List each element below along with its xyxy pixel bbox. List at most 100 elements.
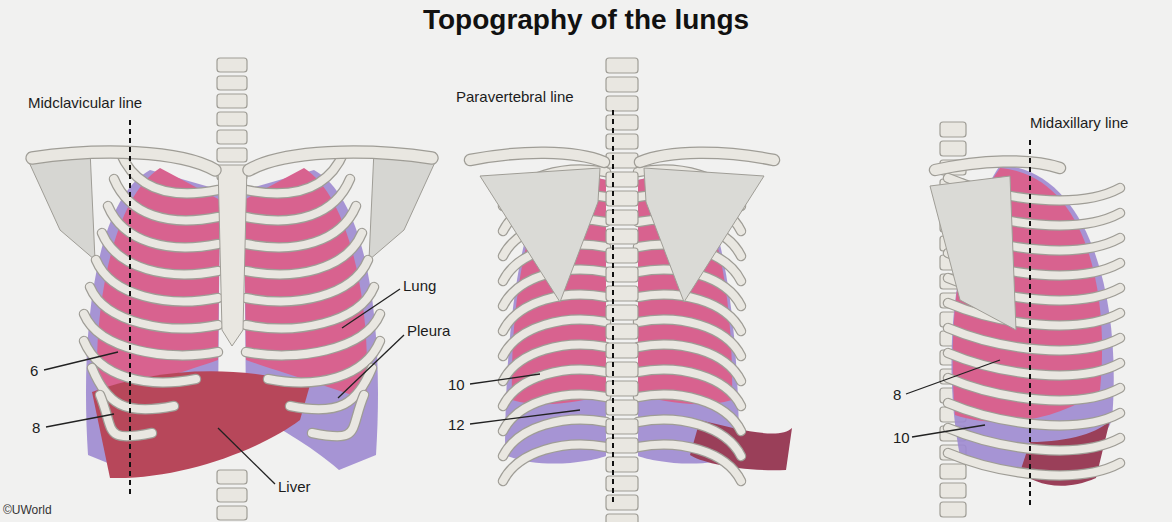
- leader-line: [470, 374, 540, 384]
- rib-outline: [246, 287, 374, 328]
- callout-number: 6: [30, 362, 38, 379]
- vertebra: [606, 362, 638, 377]
- callout-number: 10: [893, 429, 910, 446]
- callout-number: 8: [893, 386, 901, 403]
- lung: [97, 168, 220, 400]
- lung: [244, 168, 367, 400]
- scapula: [28, 150, 95, 260]
- rib: [90, 287, 218, 328]
- part-name: Liver: [278, 478, 311, 495]
- rib: [638, 445, 741, 481]
- clavicle-outline: [470, 153, 604, 162]
- clavicle-outline: [935, 161, 1060, 170]
- vertebra: [940, 483, 966, 498]
- rib: [84, 314, 218, 355]
- vertebra: [606, 419, 638, 434]
- clavicle: [249, 152, 432, 170]
- clavicle-outline: [249, 152, 432, 170]
- rib: [948, 328, 1120, 350]
- vertebra: [606, 229, 638, 244]
- vertebra: [606, 400, 638, 415]
- rib-outline: [948, 378, 1120, 400]
- vertebra: [606, 267, 638, 282]
- vertebra: [606, 96, 638, 111]
- leader-line: [44, 352, 118, 370]
- rib: [312, 395, 364, 436]
- clavicle-outline: [640, 153, 774, 162]
- callout-number: 10: [448, 376, 465, 393]
- rib-outline: [312, 395, 364, 436]
- vertebra: [606, 172, 638, 187]
- clavicle: [935, 161, 1060, 170]
- rib: [948, 453, 1120, 475]
- rib: [503, 445, 606, 481]
- vertebra: [606, 248, 638, 263]
- rib-outline: [90, 287, 218, 328]
- leader-line: [46, 414, 114, 427]
- vertebra: [606, 438, 638, 453]
- vertebra: [606, 343, 638, 358]
- rib-outline: [246, 314, 380, 355]
- line-name: Paravertebral line: [456, 88, 574, 105]
- callout-number: 8: [32, 419, 40, 436]
- vertebra: [217, 58, 247, 72]
- rib: [948, 353, 1120, 375]
- vertebra: [606, 324, 638, 339]
- vertebra: [606, 457, 638, 472]
- watermark: ©UWorld: [3, 504, 52, 518]
- rib-outline: [96, 260, 218, 301]
- rib: [948, 378, 1120, 400]
- vertebra: [940, 502, 966, 517]
- vertebra: [606, 58, 638, 73]
- clavicle: [640, 153, 774, 162]
- leader-line: [906, 360, 1000, 394]
- reference-line: [1029, 140, 1031, 506]
- rib-outline: [108, 206, 218, 247]
- vertebra: [606, 153, 638, 168]
- callout-number: 12: [448, 416, 465, 433]
- clavicle: [32, 152, 215, 170]
- rib: [246, 260, 368, 301]
- scapula: [644, 168, 764, 302]
- scapula: [480, 168, 600, 302]
- rib-outline: [948, 428, 1120, 450]
- leader-line: [342, 289, 400, 328]
- rib-outline: [246, 233, 362, 274]
- rib-outline: [503, 445, 606, 481]
- vertebra: [606, 210, 638, 225]
- vertebra: [217, 470, 247, 484]
- rib: [246, 287, 374, 328]
- rib-outline: [948, 403, 1120, 425]
- rib: [948, 403, 1120, 425]
- rib: [108, 206, 218, 247]
- reference-line: [612, 110, 614, 506]
- vertebra: [606, 381, 638, 396]
- rib: [246, 206, 356, 247]
- rib-outline: [948, 353, 1120, 375]
- rib: [246, 233, 362, 274]
- part-name: Lung: [403, 277, 436, 294]
- leader-line: [218, 428, 275, 484]
- vertebra: [606, 514, 638, 522]
- vertebra: [217, 76, 247, 90]
- rib-outline: [948, 453, 1120, 475]
- liver: [92, 371, 310, 478]
- vertebra: [940, 122, 966, 137]
- vertebra: [217, 94, 247, 108]
- clavicle: [470, 153, 604, 162]
- vertebra: [217, 506, 247, 520]
- vertebra: [217, 488, 247, 502]
- vertebra: [606, 495, 638, 510]
- rib: [96, 260, 218, 301]
- leader-line: [338, 335, 404, 398]
- rib-outline: [638, 445, 741, 481]
- scapula: [369, 150, 436, 260]
- rib: [948, 428, 1120, 450]
- vertebra: [606, 77, 638, 92]
- vertebra: [606, 286, 638, 301]
- rib-outline: [246, 179, 350, 220]
- rib-outline: [246, 206, 356, 247]
- vertebra: [940, 141, 966, 156]
- rib-outline: [84, 314, 218, 355]
- leader-line: [470, 410, 580, 424]
